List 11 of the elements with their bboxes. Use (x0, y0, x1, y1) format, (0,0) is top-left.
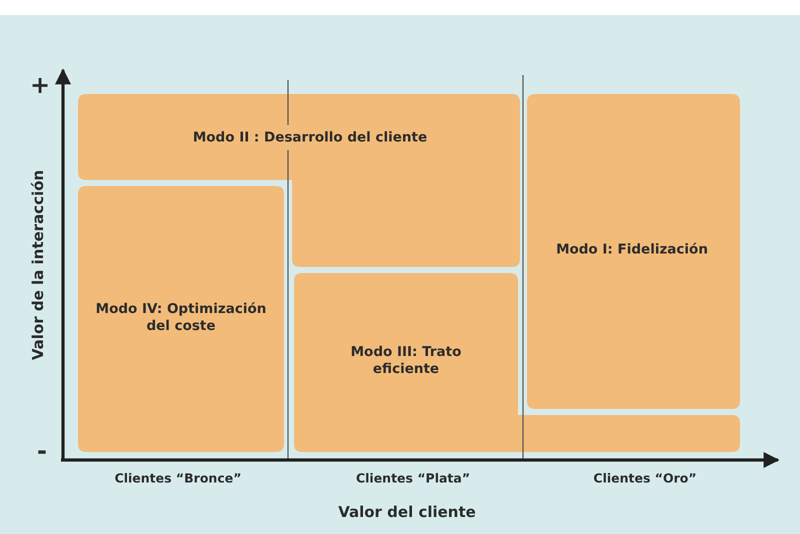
axis-max-sign: + (30, 71, 50, 99)
category-label: Clientes “Plata” (356, 470, 470, 486)
region-label: Modo III: Trato eficiente (350, 344, 462, 378)
category-label: Clientes “Oro” (593, 470, 697, 486)
region-label: Modo IV: Optimización del coste (94, 301, 268, 335)
axis-title: Valor de la interacción (29, 170, 47, 360)
category-label: Clientes “Bronce” (114, 470, 242, 486)
axis-title: Valor del cliente (338, 503, 476, 521)
region-label: Modo I: Fidelización (555, 242, 709, 258)
axis-min-sign: - (37, 437, 47, 465)
region-label: Modo II : Desarrollo del cliente (192, 130, 428, 146)
